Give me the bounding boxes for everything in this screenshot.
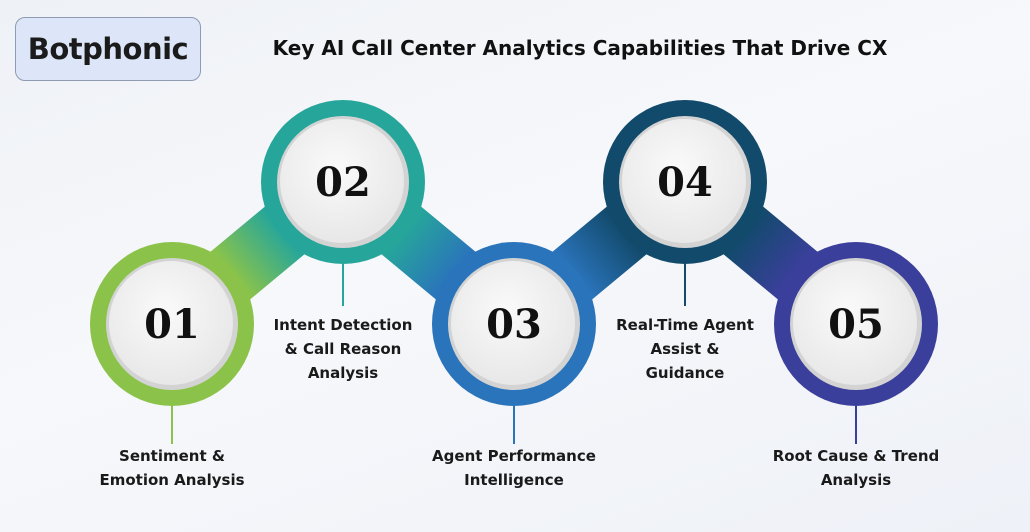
label-line: Intent Detection bbox=[273, 316, 413, 334]
label-line: Analysis bbox=[307, 364, 379, 382]
step-inner bbox=[793, 261, 917, 385]
step-number: 01 bbox=[144, 301, 200, 348]
botphonic-logo: Botphonic bbox=[15, 17, 201, 81]
label-line: Intelligence bbox=[464, 471, 564, 489]
logo-text: Botphonic bbox=[27, 32, 189, 66]
label-line: Assist & bbox=[650, 340, 720, 358]
page-title: Key AI Call Center Analytics Capabilitie… bbox=[272, 36, 888, 60]
step-circle-04: 04 bbox=[603, 100, 767, 306]
label-line: Analysis bbox=[820, 471, 892, 489]
step-label-04: Real-Time Agent Assist & Guidance bbox=[585, 313, 785, 385]
step-circle-01: 01 bbox=[90, 242, 254, 444]
step-inner bbox=[280, 119, 404, 243]
step-number: 04 bbox=[657, 159, 713, 206]
label-line: Agent Performance bbox=[432, 447, 596, 465]
step-inner bbox=[451, 261, 575, 385]
label-line: Emotion Analysis bbox=[99, 471, 245, 489]
step-number: 05 bbox=[828, 301, 884, 348]
label-line: Root Cause & Trend bbox=[772, 447, 940, 465]
step-number: 03 bbox=[486, 301, 542, 348]
step-inner bbox=[109, 261, 233, 385]
step-circle-05: 05 bbox=[774, 242, 938, 444]
step-label-05: Root Cause & Trend Analysis bbox=[756, 444, 956, 492]
step-label-01: Sentiment & Emotion Analysis bbox=[72, 444, 272, 492]
step-inner bbox=[622, 119, 746, 243]
step-label-02: Intent Detection & Call Reason Analysis bbox=[243, 313, 443, 385]
label-line: Sentiment & bbox=[119, 447, 225, 465]
step-circle-02: 02 bbox=[261, 100, 425, 306]
step-circle-03: 03 bbox=[432, 242, 596, 444]
step-label-03: Agent Performance Intelligence bbox=[414, 444, 614, 492]
label-line: Real-Time Agent bbox=[616, 316, 754, 334]
step-number: 02 bbox=[315, 159, 371, 206]
label-line: & Call Reason bbox=[284, 340, 402, 358]
label-line: Guidance bbox=[645, 364, 725, 382]
